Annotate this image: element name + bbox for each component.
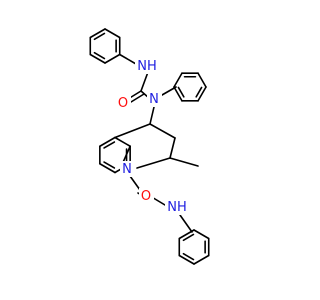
benzo-ring-bond	[114, 136, 131, 148]
atom-o-bottom: O	[141, 189, 151, 204]
atom-nh-bottom: NH	[167, 200, 187, 215]
phenyl-right-ring-bond	[173, 72, 183, 88]
phenyl-bottom-ring-double-bond	[182, 252, 195, 261]
bond-n-c4	[149, 106, 155, 125]
atom-n-ring: N	[122, 162, 132, 177]
bond-c2-n1	[136, 157, 171, 169]
atom-n-urea: N	[149, 92, 159, 107]
phenyl-top-ring-double-bond	[93, 51, 106, 60]
n-urea-label-bg	[147, 91, 162, 107]
benzo-ring-bond	[99, 162, 116, 174]
bond-n1-carbonyl	[129, 175, 141, 191]
bond-c3-c2	[169, 137, 176, 159]
bond-carbonyl-o-double	[130, 93, 145, 103]
o-top-label-bg	[116, 95, 131, 111]
atom-nh-top: NH	[137, 59, 157, 74]
phenyl-bottom-ring-bond	[178, 254, 195, 265]
molecule-structure: NH N O N O NH	[89, 28, 210, 265]
phenyl-bottom-ring-double-bond	[182, 233, 195, 242]
bond-nh-phenyl-bottom	[179, 214, 193, 233]
phenyl-right-ring-bond	[197, 72, 207, 88]
benzo-ring-double-bond	[103, 161, 116, 169]
bond-nh-carbonyl	[140, 71, 149, 92]
nh-bottom-label-bg	[165, 199, 190, 215]
nh-top-label-bg	[135, 58, 159, 74]
o-bottom-label-bg	[139, 188, 154, 204]
phenyl-top-ring-bond	[104, 53, 121, 64]
molecule-canvas: NH N O N O NH	[89, 28, 210, 265]
phenyl-bottom-ring-bond	[193, 229, 210, 240]
bond-phenyl-nh	[118, 53, 137, 65]
bond-n-phenyl-right	[161, 86, 177, 96]
phenyl-bottom-ring-bond	[178, 229, 195, 240]
phenyl-bottom-ring-bond	[193, 254, 210, 265]
phenyl-top-ring-double-bond	[93, 32, 106, 41]
phenyl-right-ring-double-bond	[177, 86, 185, 98]
phenyl-top-ring-bond	[89, 28, 106, 39]
benzo-ring-double-bond	[103, 141, 116, 149]
benzo-ring-bond	[99, 136, 116, 148]
phenyl-right-ring-double-bond	[195, 86, 203, 98]
bond-c4a-c4	[114, 123, 151, 139]
phenyl-top-ring-bond	[89, 53, 106, 64]
bond-c4-c3	[149, 123, 176, 139]
n-ring-label-bg	[120, 161, 135, 177]
atom-o-top: O	[118, 96, 128, 111]
atom-label-layer: NH N O N O NH	[116, 58, 190, 215]
phenyl-right-ring-bond	[173, 86, 183, 102]
bond-c2-methyl	[169, 157, 199, 167]
phenyl-top-ring-bond	[104, 28, 121, 39]
phenyl-right-ring-bond	[197, 86, 207, 102]
